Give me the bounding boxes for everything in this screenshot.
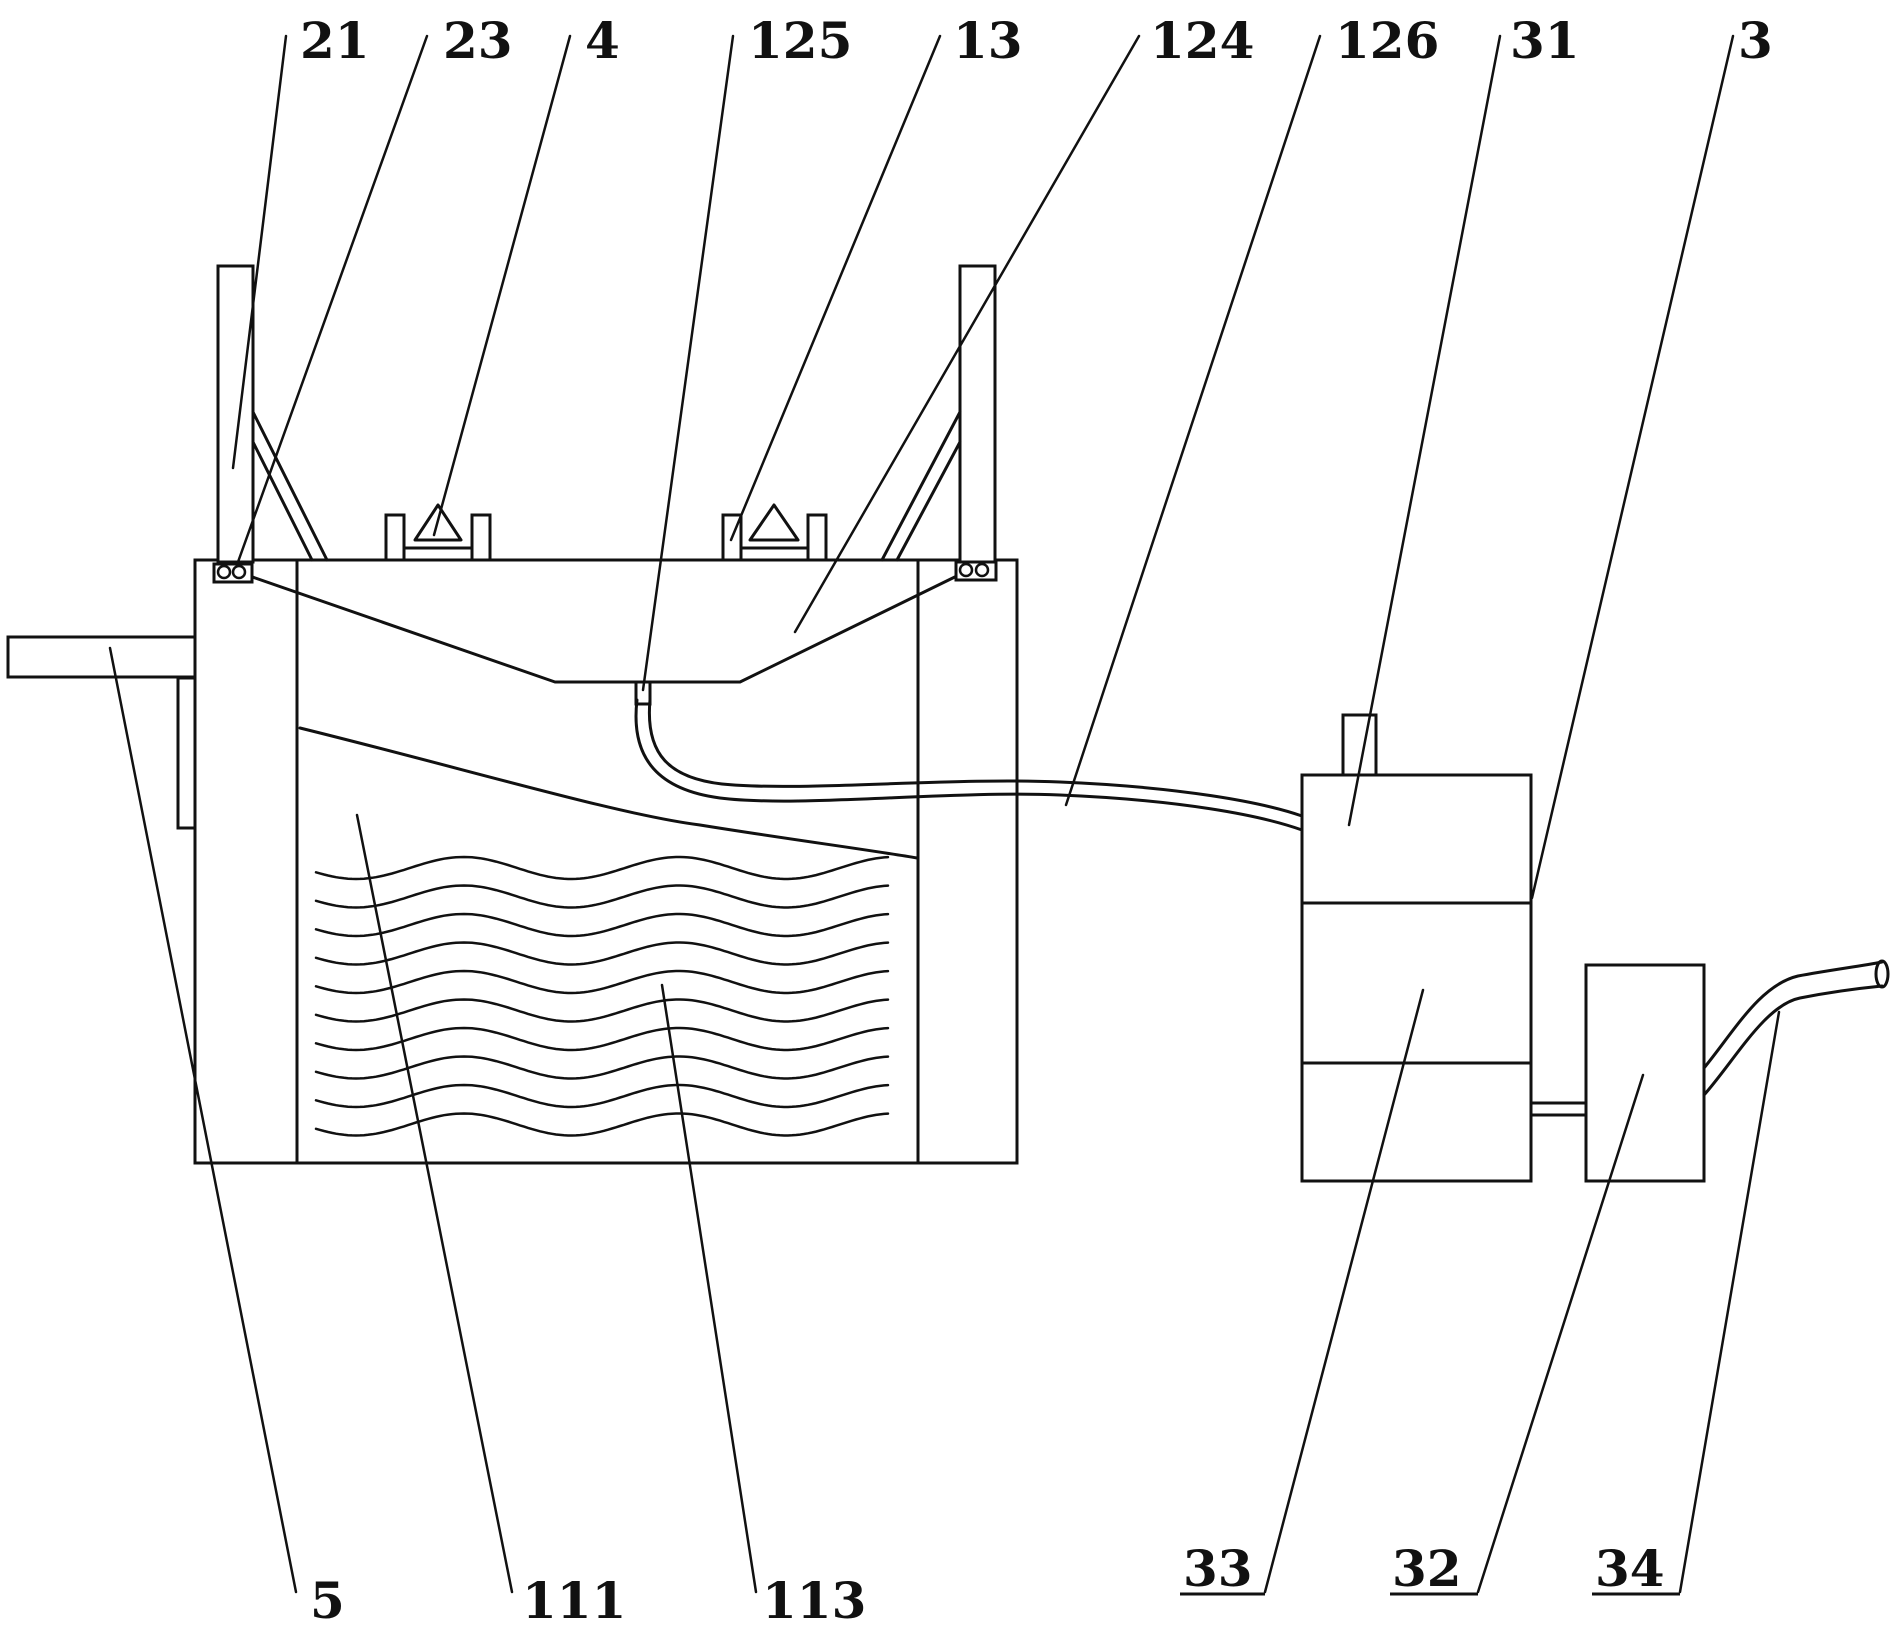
water-wave-line (314, 1026, 890, 1052)
label-126: 126 (1335, 11, 1439, 70)
label-113: 113 (762, 1571, 866, 1630)
left-frame-post (216, 264, 255, 564)
hose-34-lower (1702, 960, 1884, 1070)
leader-32 (1476, 1073, 1645, 1594)
clamp-13-triangle (748, 503, 800, 542)
side-plate (176, 676, 197, 830)
water-wave-line (314, 884, 890, 909)
right-frame-brace-2 (895, 440, 962, 562)
leader-3 (1530, 34, 1735, 900)
leader-34 (1678, 1010, 1781, 1594)
label-3: 3 (1738, 11, 1773, 70)
leader-113 (660, 983, 758, 1594)
outlet-pipe (6, 635, 197, 679)
left-frame-brace-1 (251, 410, 329, 562)
right-frame (880, 264, 997, 564)
leader-33 (1263, 988, 1425, 1594)
leader-21 (231, 34, 288, 470)
label-125: 125 (748, 11, 852, 70)
label-21: 21 (300, 11, 370, 70)
device-32 (1584, 963, 1706, 1183)
leader-124 (793, 34, 1141, 634)
label-23: 23 (443, 11, 513, 70)
leader-125 (641, 34, 735, 692)
water-wave-line (314, 969, 890, 995)
right-hinge-pin-2 (974, 562, 990, 578)
label-31: 31 (1510, 11, 1580, 70)
left-hinge-pin-2 (231, 564, 247, 580)
main-tank (176, 558, 1019, 1165)
left-hinge-pin (216, 564, 232, 580)
water-wave-line (314, 912, 890, 938)
label-111: 111 (522, 1571, 626, 1630)
label-13: 13 (953, 11, 1023, 70)
water-wave-line (314, 855, 890, 881)
device-3-upper-block (1300, 773, 1533, 905)
reference-labels: 21 23 4 125 13 124 126 31 3 5 111 113 33… (300, 11, 1773, 1630)
leader-126 (1064, 34, 1322, 807)
label-4: 4 (585, 11, 620, 70)
left-hinge (212, 562, 254, 584)
right-frame-brace-1 (880, 410, 962, 562)
label-5: 5 (310, 1571, 345, 1630)
device-3-lower-block (1300, 1061, 1533, 1183)
tank-outer-wall (193, 558, 1019, 1165)
leader-111 (355, 813, 514, 1594)
water-wave-line (314, 1083, 890, 1109)
clamp-4-post-right (470, 513, 492, 562)
clamp-13-post-right (806, 513, 828, 562)
leader-13 (729, 34, 942, 542)
label-32: 32 (1392, 1539, 1462, 1598)
hose-34-end (1874, 959, 1890, 989)
hose-34-upper (1702, 984, 1884, 1097)
leader-5 (108, 646, 298, 1594)
water-wave-line (314, 998, 890, 1023)
clamp-4-post-left (384, 513, 406, 562)
leader-4 (432, 34, 572, 537)
hose-126-upper (634, 698, 1304, 832)
device-3 (1300, 713, 1533, 1183)
label-34: 34 (1595, 1539, 1665, 1598)
clamp-13 (721, 503, 828, 562)
label-33: 33 (1183, 1539, 1253, 1598)
water-wave-line (314, 941, 890, 966)
left-frame (216, 264, 329, 564)
leader-31 (1347, 34, 1502, 827)
water-wave-line (314, 1055, 890, 1080)
inclined-plate (298, 726, 919, 860)
leader-lines (108, 34, 1781, 1594)
device-3-middle-block (1300, 901, 1533, 1065)
clamp-4-triangle (413, 503, 463, 542)
water-wave-line (314, 1112, 890, 1137)
hose-126-lower (647, 698, 1304, 818)
right-hinge-pin (958, 562, 974, 578)
label-124: 124 (1150, 11, 1254, 70)
leader-23 (236, 34, 429, 564)
water-waves (314, 855, 890, 1137)
clamp-4 (384, 503, 492, 562)
right-frame-post (958, 264, 997, 564)
left-frame-brace-2 (251, 440, 314, 562)
right-hinge (954, 560, 998, 582)
